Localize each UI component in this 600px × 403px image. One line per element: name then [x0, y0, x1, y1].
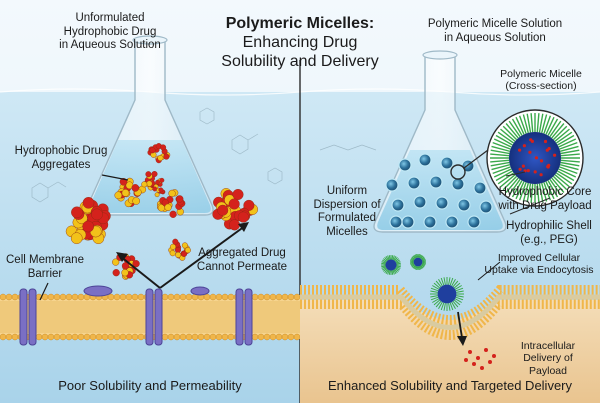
label-uniform-dispersion: Uniform Dispersion of Formulated Micelle… [306, 185, 388, 239]
left-heading-line-1: Unformulated [75, 12, 145, 24]
dispersed-micelle [467, 215, 481, 229]
drug-aggregate [147, 143, 171, 164]
dispersed-micelles [385, 153, 493, 229]
right-heading-line-2: in Aqueous Solution [444, 31, 546, 44]
drug-aggregate [212, 188, 258, 231]
dispersed-micelle [435, 196, 449, 210]
micelle [381, 255, 401, 275]
drug-aggregate [141, 170, 162, 191]
label-uptake-line-1: Improved Cellular [497, 252, 581, 264]
label-dispersion-line-1: Uniform [326, 185, 368, 197]
label-intracellular-delivery: Intracellular Delivery of Payload [502, 340, 594, 377]
right-caption: Enhanced Solubility and Targeted Deliver… [327, 378, 573, 393]
drug-aggregates [65, 143, 258, 280]
drug-aggregate [157, 189, 186, 218]
label-cellular-uptake: Improved Cellular Uptake via Endocytosis [478, 252, 600, 277]
free-micelles [381, 254, 464, 311]
right-heading-line-1: Polymeric Micelle Solution [427, 18, 563, 30]
dispersed-micelle [391, 198, 405, 212]
membrane-protein-icons [19, 285, 253, 346]
label-drug-aggregates-line-2: Aggregates [31, 158, 91, 171]
label-uptake-line-2: Uptake via Endocytosis [484, 264, 594, 277]
page-title: Polymeric Micelles: Enhancing Drug Solub… [200, 14, 400, 72]
title-line-1: Polymeric Micelles: [225, 15, 375, 32]
dispersed-micelle [401, 215, 415, 229]
label-drug-aggregates-line-1: Hydrophobic Drug [14, 145, 108, 157]
dispersed-micelle [457, 198, 471, 212]
label-membrane-line-1: Cell Membrane [6, 254, 84, 266]
dispersed-micelle [407, 176, 421, 190]
micelle-cross-section [486, 109, 584, 207]
dispersed-micelle [429, 175, 443, 189]
label-delivery-line-1: Intracellular [520, 340, 576, 352]
dispersed-micelle [423, 215, 437, 229]
label-cannot-permeate: Aggregated Drug Cannot Permeate [186, 247, 298, 274]
label-dispersion-line-2: Dispersion of [313, 198, 381, 211]
micelle [430, 277, 464, 311]
dispersed-micelle [398, 158, 412, 172]
blocked-arrows [119, 225, 246, 289]
dispersed-micelle [473, 181, 487, 195]
drug-aggregate [65, 196, 111, 244]
right-heading: Polymeric Micelle Solution in Aqueous So… [395, 18, 595, 45]
left-heading-line-3: in Aqueous Solution [59, 39, 161, 52]
micelle [410, 254, 426, 270]
dispersed-micelle [451, 177, 465, 191]
label-hydrophobic-core: Hydrophobic Core with Drug Payload [492, 186, 598, 213]
label-cannot-line-2: Cannot Permeate [196, 260, 288, 273]
label-cannot-line-1: Aggregated Drug [198, 247, 286, 259]
title-line-2: Enhancing Drug [242, 34, 358, 52]
label-membrane-barrier: Cell Membrane Barrier [0, 254, 90, 281]
left-heading: Unformulated Hydrophobic Drug in Aqueous… [35, 12, 185, 53]
title-line-3: Solubility and Delivery [221, 53, 379, 71]
payload-dots [464, 348, 496, 370]
left-caption: Poor Solubility and Permeability [58, 378, 242, 393]
label-membrane-line-2: Barrier [27, 267, 63, 280]
label-dispersion-line-3: Formulated [317, 212, 377, 225]
dispersed-micelle [413, 195, 427, 209]
label-shell-line-2: (e.g., PEG) [520, 233, 578, 246]
label-delivery-line-3: Payload [529, 364, 567, 377]
drug-aggregate [168, 238, 191, 261]
label-delivery-line-2: Delivery of [523, 352, 573, 365]
label-core-line-1: Hydrophobic Core [498, 186, 592, 198]
label-core-line-2: with Drug Payload [498, 199, 592, 212]
drug-aggregate [152, 177, 166, 198]
label-micelle-line-2: (Cross-section) [505, 80, 577, 93]
label-micelle-line-1: Polymeric Micelle [500, 68, 582, 80]
label-hydrophilic-shell: Hydrophilic Shell (e.g., PEG) [500, 220, 598, 247]
dispersed-micelle [479, 200, 493, 214]
label-polymeric-micelle: Polymeric Micelle (Cross-section) [485, 68, 597, 93]
dispersed-micelle [385, 178, 399, 192]
dispersed-micelle [389, 215, 403, 229]
label-drug-aggregates: Hydrophobic Drug Aggregates [6, 145, 116, 172]
dispersed-micelle [445, 215, 459, 229]
label-shell-line-1: Hydrophilic Shell [506, 220, 592, 232]
drug-aggregate [114, 177, 147, 208]
left-heading-line-2: Hydrophobic Drug [63, 25, 157, 38]
dispersed-micelle [440, 156, 454, 170]
dispersed-micelle [418, 153, 432, 167]
label-dispersion-line-4: Micelles [326, 225, 368, 238]
